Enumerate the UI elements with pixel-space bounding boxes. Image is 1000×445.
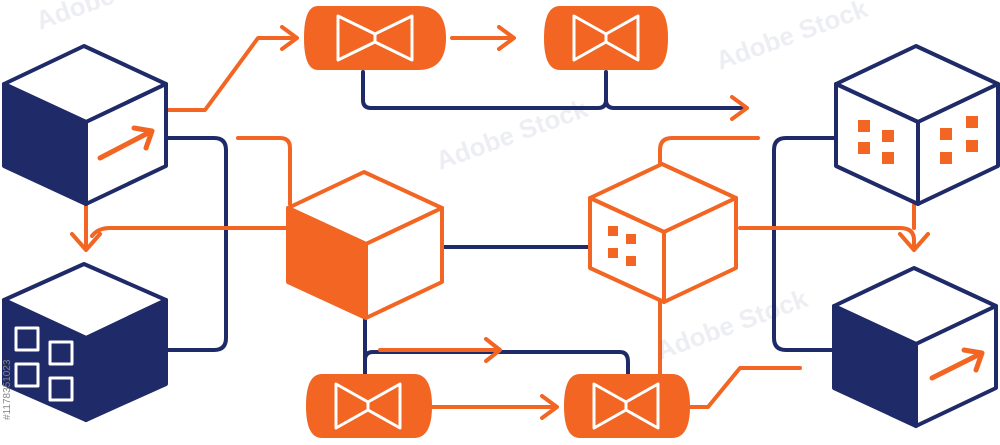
valve-icon — [336, 14, 414, 62]
arrowhead-valveT1 — [280, 25, 299, 51]
arrow-icon — [97, 125, 155, 161]
connector-center-to-left — [90, 226, 290, 238]
grid-icon — [14, 326, 74, 402]
valve-icon — [334, 382, 402, 430]
valve-icon — [592, 382, 660, 430]
connector-cubeCL-to-valveB2 — [363, 350, 630, 380]
cube-bottom-left[interactable] — [2, 262, 168, 422]
watermark-text: Adobe Stock — [432, 93, 592, 176]
cube-bottom-right[interactable] — [832, 266, 998, 428]
connector-merge-to-right — [604, 98, 747, 110]
valve-bottom-1[interactable] — [306, 374, 432, 438]
cube-center-left[interactable] — [286, 170, 444, 320]
cube-center-right[interactable] — [588, 162, 738, 304]
valve-icon — [572, 14, 640, 62]
valve-bottom-2[interactable] — [564, 374, 690, 438]
arrowhead-mid-bottom — [484, 337, 502, 363]
connector-cubeTL-to-valveT1 — [166, 36, 297, 112]
arrowhead-cubeBR — [898, 232, 930, 252]
valve-top-2[interactable] — [544, 6, 668, 70]
connector-top-to-cubeCL — [236, 136, 292, 206]
connector-cubeTR-to-cubeBR-navy — [772, 136, 836, 352]
arrowhead-valveB2 — [540, 394, 559, 420]
watermark-text: Adobe Stock — [32, 0, 192, 36]
dots-icon — [608, 226, 636, 266]
dots-icon — [858, 116, 978, 164]
arrowhead-valveT2 — [497, 25, 516, 51]
watermark-text: Adobe Stock — [712, 0, 872, 76]
connector-cubeTL-to-cubeBL-navy — [166, 136, 228, 352]
arrow-icon — [929, 347, 985, 381]
arrowhead-cubeBL — [70, 232, 102, 252]
connector-cubeCR-up — [658, 136, 760, 192]
cube-top-right[interactable] — [834, 44, 1000, 206]
connector-cubeCR-to-cubeBR — [738, 226, 916, 248]
cube-top-left[interactable] — [2, 44, 168, 206]
arrowhead-merge-right — [730, 95, 749, 121]
connector-valveB2-to-cubeBR — [688, 366, 802, 409]
watermark-id: #1178351023 — [2, 359, 13, 420]
valve-top-1[interactable] — [304, 6, 446, 70]
